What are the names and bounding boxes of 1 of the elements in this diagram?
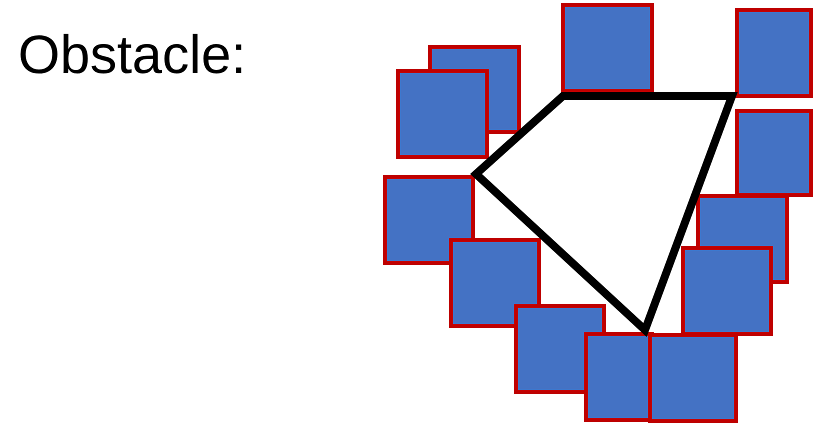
heading-label: Obstacle: bbox=[18, 28, 246, 82]
